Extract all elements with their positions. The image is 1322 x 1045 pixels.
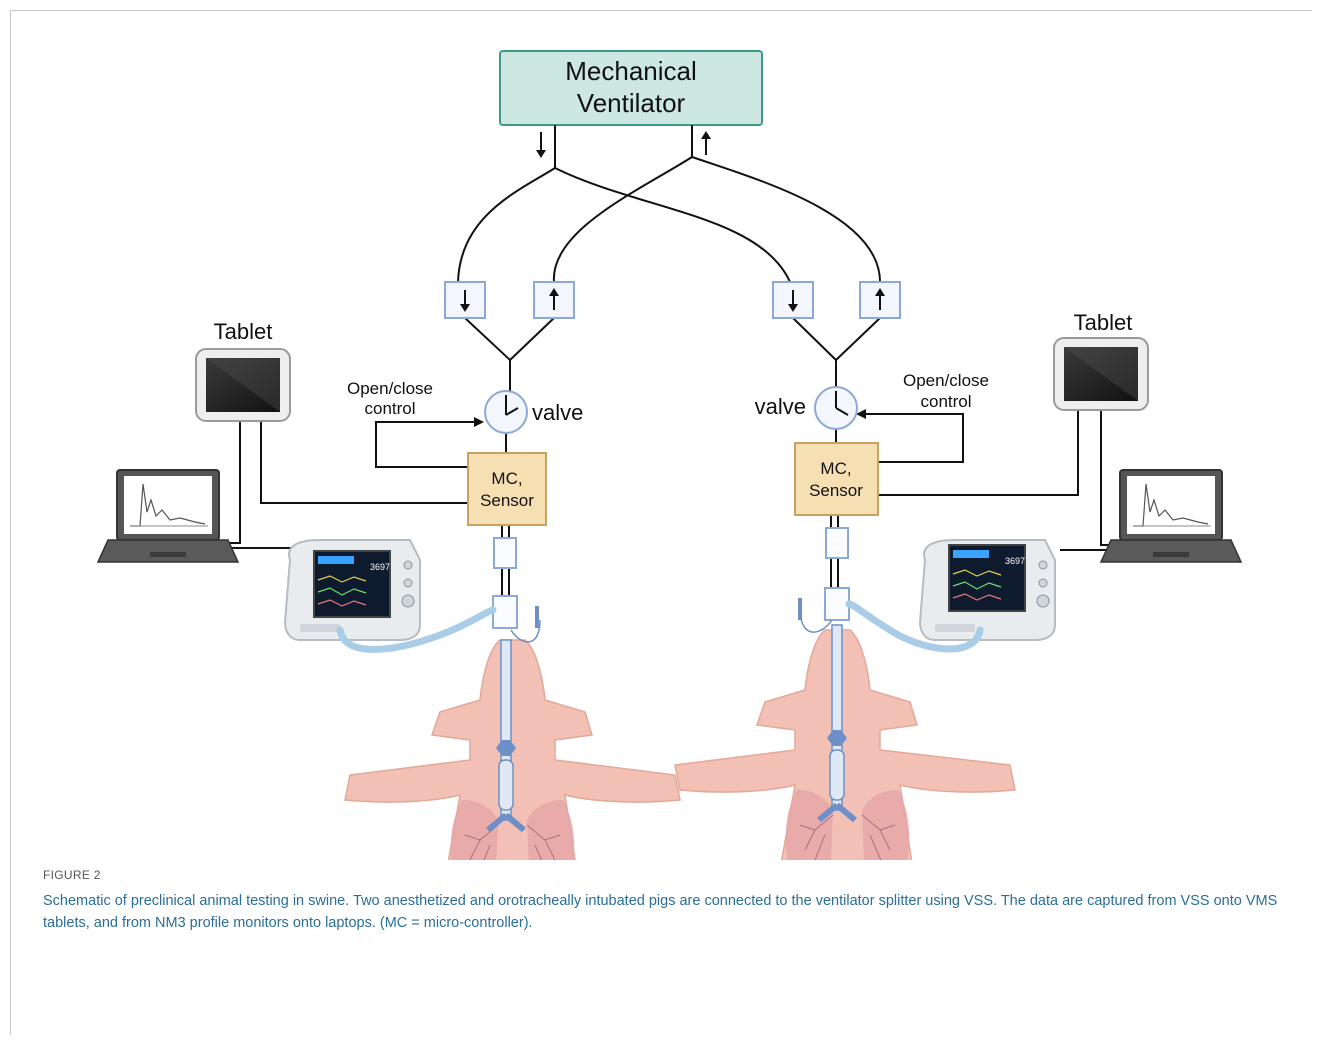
ventilator-label-line2: Ventilator xyxy=(577,88,686,118)
left-mc-label: MC, xyxy=(491,469,522,488)
left-laptop xyxy=(96,469,240,563)
right-valve-label: valve xyxy=(755,394,806,419)
right-mc-sensor-box: MC, Sensor xyxy=(794,442,879,516)
left-control-label-line1: Open/close xyxy=(347,379,433,398)
right-laptop xyxy=(1099,469,1243,563)
left-tablet-label: Tablet xyxy=(214,319,273,344)
ventilator-label-line1: Mechanical xyxy=(565,56,697,86)
one-way-valve-boxes xyxy=(444,281,901,319)
right-monitor: 36 97 xyxy=(918,539,1056,641)
right-control-label-line2: control xyxy=(920,392,971,411)
mechanical-ventilator: Mechanical Ventilator xyxy=(499,50,763,126)
right-sensor-label: Sensor xyxy=(809,481,863,500)
left-sensor-label: Sensor xyxy=(480,491,534,510)
figure-label: FIGURE 2 xyxy=(43,868,101,882)
left-valve-label: valve xyxy=(532,400,583,425)
left-control-label-line2: control xyxy=(364,399,415,418)
valve-box-right-expiratory xyxy=(859,281,901,319)
right-monitor-value2: 97 xyxy=(1015,556,1025,566)
right-monitor-value1: 36 xyxy=(1005,556,1015,566)
diagram: Mechanical Ventilator xyxy=(96,50,1243,860)
tubing-lines xyxy=(220,125,1120,600)
left-mc-sensor-box: MC, Sensor xyxy=(467,452,547,526)
valve-box-left-inspiratory xyxy=(444,281,486,319)
right-valve: valve xyxy=(755,386,858,430)
left-monitor-value1: 36 xyxy=(370,562,380,572)
right-pig xyxy=(674,598,1016,860)
right-control-label-line1: Open/close xyxy=(903,371,989,390)
valve-box-left-expiratory xyxy=(533,281,575,319)
valve-box-right-inspiratory xyxy=(772,281,814,319)
right-monitor-tubing xyxy=(845,600,984,653)
left-monitor-value2: 97 xyxy=(380,562,390,572)
right-tablet-label: Tablet xyxy=(1074,310,1133,335)
ventilator-flow-arrows xyxy=(536,131,711,158)
right-tablet: Tablet xyxy=(1053,310,1149,411)
left-inline-sensors xyxy=(492,537,518,629)
right-mc-label: MC, xyxy=(820,459,851,478)
left-valve: valve xyxy=(484,390,583,434)
left-monitor-tubing xyxy=(336,606,497,653)
left-tablet: Tablet xyxy=(195,319,291,422)
figure-caption: Schematic of preclinical animal testing … xyxy=(43,893,1278,931)
figure-frame xyxy=(10,10,1312,1035)
left-monitor: 36 97 xyxy=(283,539,421,641)
left-pig xyxy=(344,606,681,860)
